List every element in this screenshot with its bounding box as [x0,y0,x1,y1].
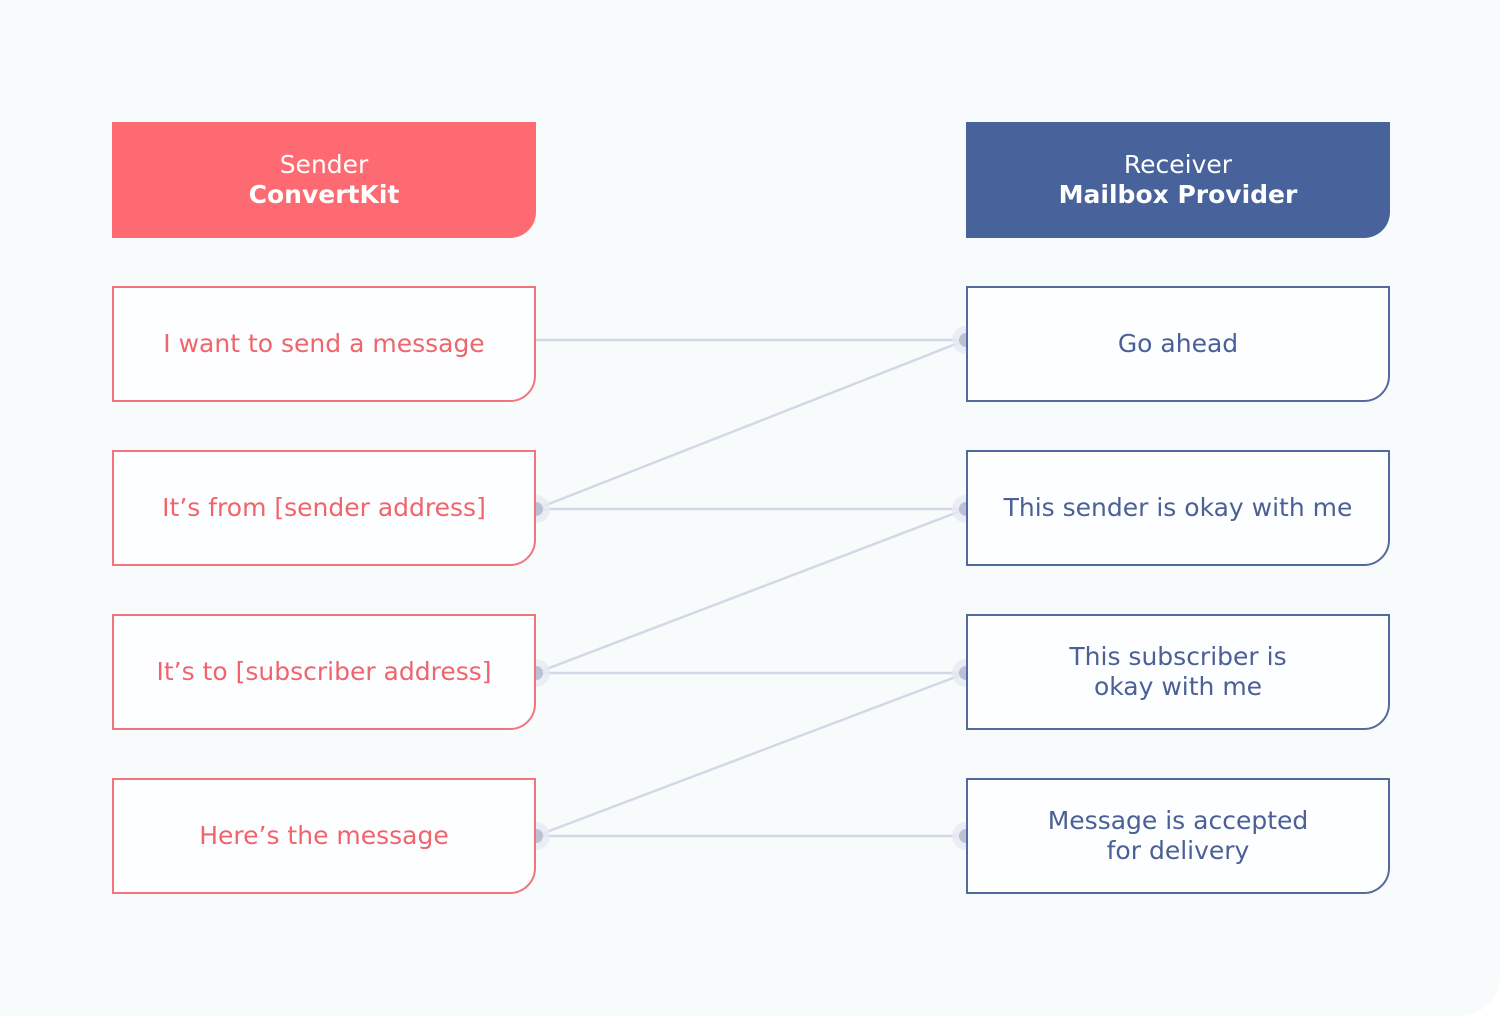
sender-step-3: It’s to [subscriber address] [112,614,536,730]
receiver-name: Mailbox Provider [1058,180,1298,209]
sender-header: Sender ConvertKit [112,122,536,238]
connector-line-from-diag [535,338,967,511]
receiver-header: Receiver Mailbox Provider [966,122,1390,238]
receiver-role: Receiver [1123,150,1233,179]
connector-line-to-diag [535,507,967,675]
receiver-step-4: Message is accepted for delivery [966,778,1390,894]
receiver-step-2: This sender is okay with me [966,450,1390,566]
sender-step-1: I want to send a message [112,286,536,402]
sender-step-2: It’s from [sender address] [112,450,536,566]
sender-step-4: Here’s the message [112,778,536,894]
receiver-step-1: Go ahead [966,286,1390,402]
connector-line-message-diag [535,671,967,838]
sender-name: ConvertKit [248,180,400,209]
sender-role: Sender [279,150,369,179]
receiver-step-3: This subscriber is okay with me [966,614,1390,730]
